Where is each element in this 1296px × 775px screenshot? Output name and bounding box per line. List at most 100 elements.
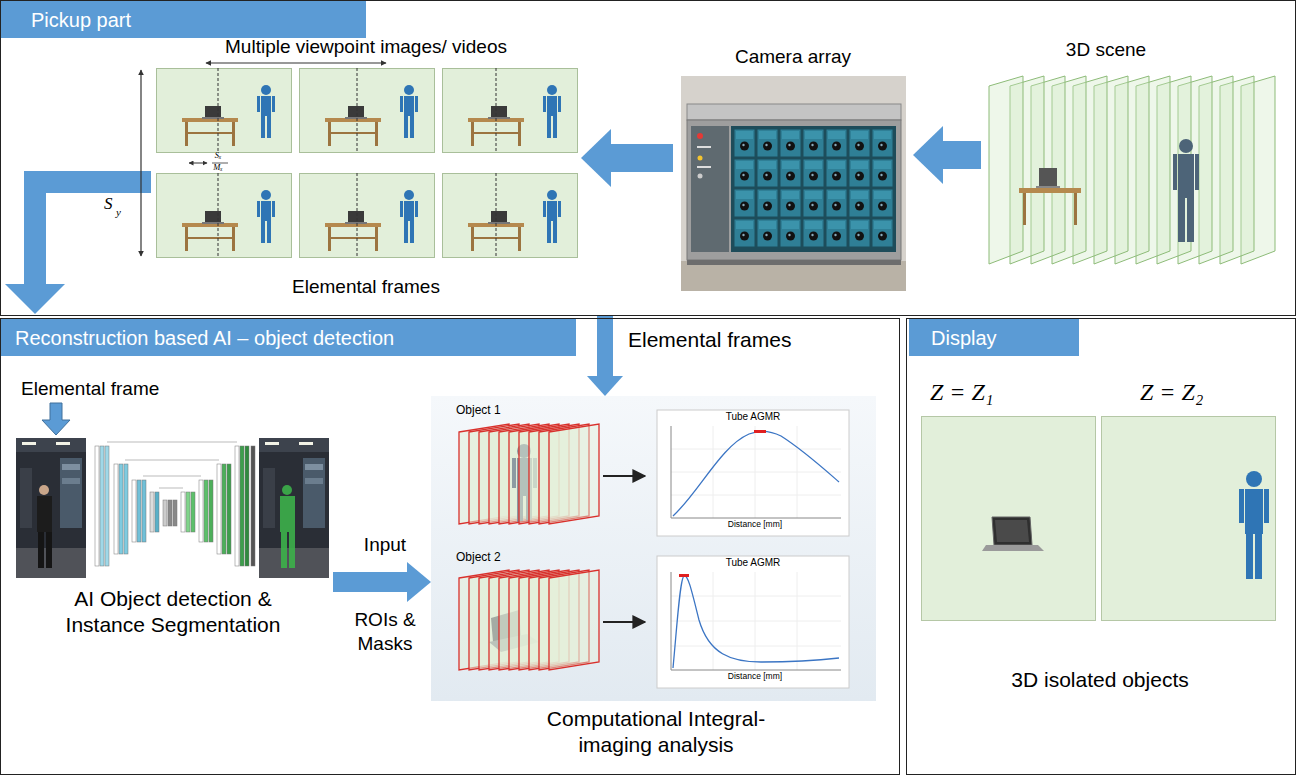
camera-array-photo (697, 146, 711, 148)
integral-imaging-analysis (673, 431, 839, 516)
segmentation-network (222, 464, 226, 554)
scene-depth-planes (1074, 193, 1077, 225)
display-frame: Z = Z₁ (921, 416, 1096, 621)
segmentation-network (191, 492, 195, 532)
viewpoint-frames (140, 70, 141, 256)
segmentation-network (124, 464, 128, 554)
person-icon (1246, 534, 1253, 579)
viewpoint-frames (443, 69, 578, 153)
segmentation-network (235, 446, 239, 566)
segmentation-network (105, 446, 109, 566)
text-box: Camera array (673, 46, 913, 68)
text-box: Z = Z₂ (1140, 379, 1203, 407)
segmentation-network (150, 492, 154, 532)
segmentation-network (282, 485, 292, 495)
segmentation-network (280, 496, 295, 532)
text-box: Tube AGMR (657, 411, 849, 423)
scene-depth-planes (1195, 154, 1199, 190)
camera-array-photo (698, 174, 703, 179)
laptop-icon (992, 517, 1032, 545)
segmentation-network (209, 480, 213, 542)
scene-depth-planes (1023, 193, 1026, 225)
block-arrow (587, 316, 623, 396)
depth-label: Z = Z₁ (930, 379, 993, 407)
person-icon (1245, 489, 1263, 534)
segmentation-network (181, 492, 185, 532)
viewpoint-frames (157, 69, 292, 153)
laptop-icon (982, 545, 1044, 551)
integral-imaging-analysis (754, 430, 766, 433)
integral-imaging-analysis (673, 576, 839, 668)
scene-depth-planes (1187, 198, 1194, 242)
segmentation-network (217, 464, 221, 554)
integral-imaging-analysis (679, 574, 689, 577)
image-heading: 3D scene (1041, 39, 1171, 61)
text-box: y (116, 207, 121, 218)
segmentation-stage: Elemental frameAI Object detection & Ins… (13, 376, 333, 666)
scene-depth-planes (981, 36, 1291, 276)
segmentation-network (259, 438, 329, 578)
scene-depth-planes (1178, 198, 1185, 242)
integral-imaging-analysis (603, 621, 645, 623)
person-icon (1255, 534, 1262, 579)
text-box: Mₓ (208, 163, 228, 172)
laptop-icon (995, 520, 1029, 542)
arrow-head (581, 129, 611, 187)
display-frame: Z = Z₂ (1101, 416, 1276, 621)
panel-title: Pickup part (31, 8, 131, 32)
segmentation-network (289, 532, 295, 568)
viewpoint-frames (300, 69, 435, 153)
segmentation-network (240, 446, 244, 566)
viewpoint-frames (189, 163, 207, 164)
integral-imaging-analysis (671, 426, 841, 518)
text-box: Z = Z₁ (930, 379, 993, 407)
segmentation-network (132, 480, 136, 542)
dimension-symbol: S (104, 195, 113, 214)
panel-title: Display (931, 326, 997, 350)
segmentation-network (107, 442, 237, 488)
display-panel: Display 3D isolated objects Z = Z₁ Z = Z₂ (906, 318, 1296, 775)
arrow-head (587, 376, 623, 396)
depth-label: Z = Z₂ (1140, 379, 1203, 407)
group-caption: Elemental frames (151, 276, 581, 298)
dimension-subscript: y (116, 207, 121, 218)
integral-imaging-analysis (549, 570, 599, 670)
viewpoint-frames (357, 68, 358, 153)
camera-array-photo (697, 166, 711, 168)
arrow-head (5, 284, 65, 314)
segmentation-network (168, 500, 172, 526)
scene-depth-planes (989, 76, 1023, 264)
viewpoint-frames (218, 68, 219, 153)
image-heading: Camera array (673, 46, 913, 68)
panel-caption: 3D isolated objects (907, 667, 1293, 692)
arrow-head (407, 562, 431, 602)
object-label: Object 2 (456, 551, 556, 565)
object-label: Object 1 (456, 404, 556, 418)
camera-array-photo (687, 120, 901, 260)
segmentation-network (46, 532, 52, 568)
segmentation-network (251, 446, 255, 566)
arrow-label: Elemental frames (628, 328, 888, 352)
camera-array-photo (681, 261, 906, 291)
text-box: Multiple viewpoint images/ videos (151, 37, 581, 58)
arrow-shaft (610, 144, 673, 172)
viewpoint-frames (496, 68, 497, 153)
viewpoint-frames (218, 173, 219, 258)
analysis-panel: Object 1Tube AGMRObject 2Tube AGMRComput… (431, 396, 876, 701)
reconstruction-panel: Reconstruction based AI – object detecti… (0, 318, 900, 775)
segmentation-network (245, 446, 249, 566)
arrow-shaft (597, 316, 613, 377)
viewpoint-frames (443, 174, 578, 258)
block-arrow (5, 182, 151, 314)
person-icon (1246, 471, 1262, 487)
person-icon (1239, 471, 1269, 579)
text-box: Elemental frames (628, 328, 888, 352)
viewpoint-frames (157, 174, 292, 258)
text-box: 3D scene (1041, 39, 1171, 61)
header-tab: Reconstruction based AI – object detecti… (1, 319, 576, 356)
integral-imaging-analysis (549, 424, 599, 524)
text-box: AI Object detection & Instance Segmentat… (43, 586, 303, 639)
scene-depth-planes (989, 76, 1275, 264)
arrow-shaft (942, 141, 981, 169)
block-arrow (333, 562, 431, 602)
